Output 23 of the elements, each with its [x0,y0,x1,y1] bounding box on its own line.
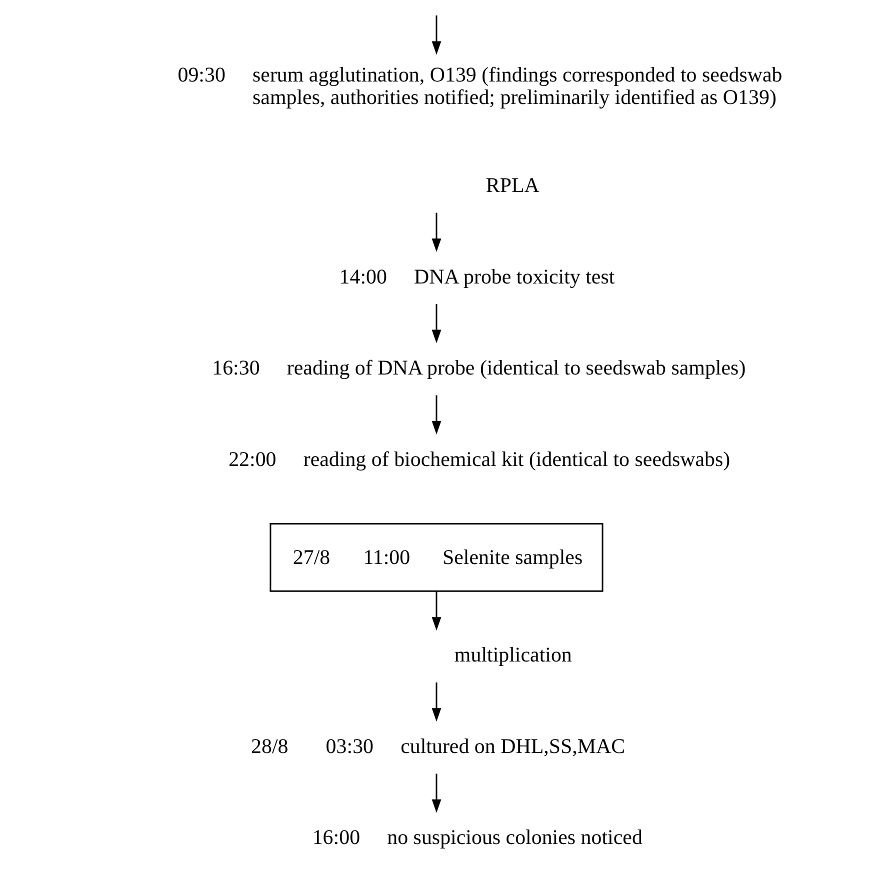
node-label: 14:00 [338,264,386,288]
node-text: reading of biochemical kit (identical to seedswabs) [302,446,730,471]
node-text: serum agglutination, O139 (findings corresponded to seedswab samples, authorities notified; preliminarily identified as O139) [252,62,782,109]
node-text: RPLA [485,173,539,198]
node-label: 16:30 [212,356,260,380]
node-text: reading of DNA probe (identical to seedswab samples) [286,356,746,380]
arrow [431,774,441,813]
arrow [431,395,441,434]
arrow [431,212,441,252]
node-text: multiplication [454,642,572,667]
node-label: 09:30 [177,62,225,86]
node-box: 27/8 11:00 Selenite samples [269,523,603,592]
arrow [431,304,441,344]
arrow [431,682,441,722]
node-text: DNA probe toxicity test [414,264,614,288]
arrow [431,15,441,55]
node-label: 16:00 [312,825,360,850]
arrow [431,592,441,631]
node-text: no suspicious colonies noticed [386,825,642,850]
node-label: 28/8 [250,734,288,758]
node-label: 03:30 [325,734,374,758]
node-text: cultured on DHL,SS,MAC [400,734,625,758]
node-label: 22:00 [228,446,276,471]
